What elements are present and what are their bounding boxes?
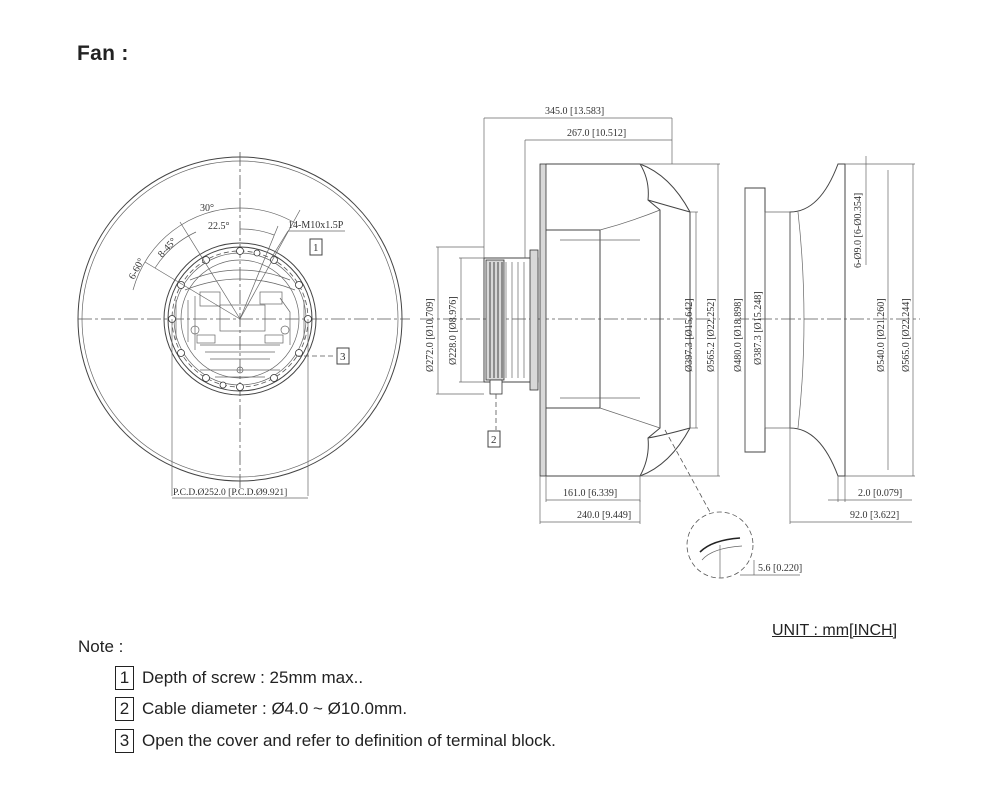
dim-d228-label: Ø228.0 [Ø8.976]	[448, 296, 459, 365]
motor-flange	[167, 246, 313, 392]
ring-profile	[789, 163, 846, 477]
dim-267-label: 267.0 [10.512]	[567, 128, 626, 139]
angle-6-60-label: 6-60°	[127, 257, 147, 282]
motor-fins	[485, 259, 525, 381]
note-text: Open the cover and refer to definition o…	[142, 731, 556, 750]
dim-d387-label: Ø387.3 [Ø15.248]	[753, 291, 764, 365]
page-title: Fan :	[77, 42, 129, 65]
note-text: Cable diameter : Ø4.0 ~ Ø10.0mm.	[142, 699, 408, 718]
pcd-label: P.C.D.Ø252.0 [P.C.D.Ø9.921]	[173, 488, 287, 498]
callout-3-box	[336, 347, 350, 365]
angle-30-label: 30°	[200, 203, 214, 214]
callout-2-box	[487, 430, 501, 448]
callout-2: 2	[491, 434, 497, 446]
callout-1-box	[309, 238, 323, 256]
angle-22-5-label: 22.5°	[208, 221, 230, 232]
cable-gland	[489, 379, 503, 395]
dim-240-label: 240.0 [9.449]	[577, 510, 631, 521]
motor-pcb-detail	[175, 269, 305, 378]
dim-d565-ring-label: Ø565.0 [Ø22.244]	[901, 298, 912, 372]
dim-5-6-label: 5.6 [0.220]	[758, 563, 802, 574]
note-heading: Note :	[78, 637, 124, 656]
side-view: 2 345.0 [13.583] 267.0 [10.512] Ø272.0 […	[420, 106, 802, 579]
motor-flange-side	[529, 249, 539, 391]
dim-161-label: 161.0 [6.339]	[563, 488, 617, 499]
front-view: 30° 22.5° 8-45° 6-60° 14-M10x1.5P 1 3 P.…	[77, 152, 410, 499]
note-item-3: 3 Open the cover and refer to definition…	[115, 729, 556, 753]
note-number-box: 1	[115, 666, 134, 690]
motor-core-circle	[180, 259, 300, 379]
impeller-backplate	[539, 163, 547, 477]
inlet-ring-view: Ø480.0 [Ø18.898] Ø387.3 [Ø15.248] Ø540.0…	[733, 156, 920, 524]
callout-3: 3	[340, 351, 346, 363]
flange-bolt-holes	[168, 247, 312, 391]
screw-label: 14-M10x1.5P	[288, 220, 344, 231]
dim-d397-label: Ø397.3 [Ø15.642]	[684, 298, 695, 372]
detail-edge	[699, 537, 741, 553]
dim-d565-side-label: Ø565.2 [Ø22.252]	[706, 298, 717, 372]
screw-leader	[269, 230, 289, 261]
angle-annotations	[132, 207, 301, 320]
dim-d480-label: Ø480.0 [Ø18.898]	[733, 298, 744, 372]
note-item-2: 2 Cable diameter : Ø4.0 ~ Ø10.0mm.	[115, 697, 407, 721]
dim-345-label: 345.0 [13.583]	[545, 106, 604, 117]
dim-2-label: 2.0 [0.079]	[858, 488, 902, 499]
callout-1: 1	[313, 242, 319, 254]
note-number-box: 2	[115, 697, 134, 721]
dim-holes-label: 6-Ø9.0 [6-Ø0.354]	[853, 193, 864, 268]
note-text: Depth of screw : 25mm max..	[142, 668, 364, 687]
unit-label: UNIT : mm[INCH]	[772, 622, 898, 639]
note-item-1: 1 Depth of screw : 25mm max..	[115, 666, 363, 690]
dim-d540-label: Ø540.0 [Ø21.260]	[876, 298, 887, 372]
angle-8-45-label: 8-45°	[156, 236, 179, 260]
dim-92-label: 92.0 [3.622]	[850, 510, 899, 521]
impeller-blades	[546, 163, 691, 477]
note-number-box: 3	[115, 729, 134, 753]
motor-outer-ring	[163, 242, 317, 396]
dim-d272-label: Ø272.0 [Ø10.709]	[425, 298, 436, 372]
